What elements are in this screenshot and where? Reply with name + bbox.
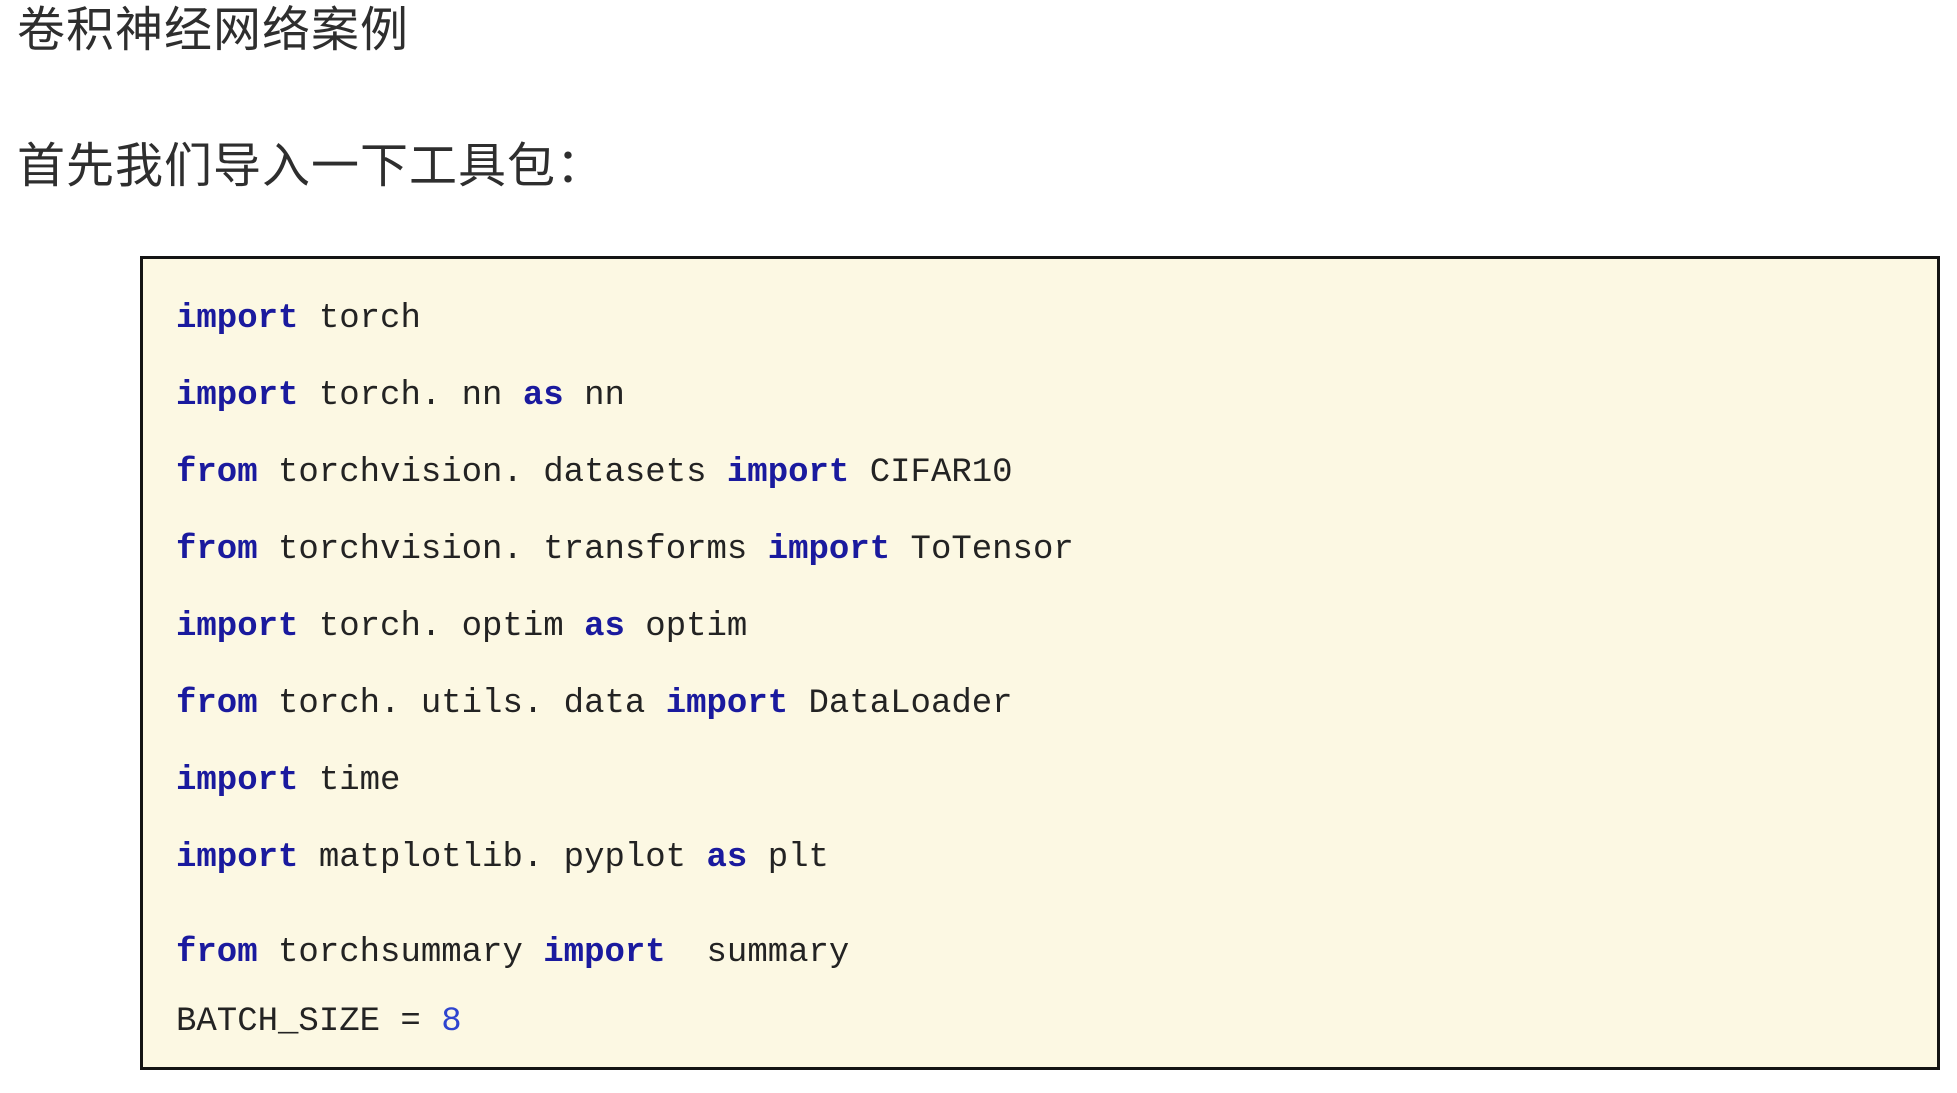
intro-text: 首先我们导入一下工具包： (17, 140, 606, 193)
code-line: import time (176, 743, 1917, 820)
code-keyword: from (176, 531, 258, 569)
code-keyword: import (176, 608, 299, 646)
page-title: 卷积神经网络案例 (17, 4, 410, 57)
code-line: import torch (176, 281, 1917, 358)
code-line: import torch. optim as optim (176, 589, 1917, 666)
code-line: from torchvision. datasets import CIFAR1… (176, 435, 1917, 512)
code-line: from torch. utils. data import DataLoade… (176, 666, 1917, 743)
code-line: import torch. nn as nn (176, 358, 1917, 435)
code-text: torchvision. transforms (257, 531, 768, 569)
code-line: from torchsummary import summary (176, 915, 1917, 992)
code-line: BATCH_SIZE = 8 (176, 984, 1917, 1061)
code-keyword: from (176, 685, 258, 723)
code-keyword: import (176, 762, 299, 800)
code-keyword: as (522, 377, 564, 415)
code-text: BATCH_SIZE = (176, 1003, 442, 1041)
code-keyword: import (176, 300, 299, 338)
code-line: import matplotlib. pyplot as plt (176, 820, 1917, 897)
code-text: summary (665, 934, 850, 972)
code-text: optim (624, 608, 748, 646)
code-text: matplotlib. pyplot (298, 839, 707, 877)
code-line: from torchvision. transforms import ToTe… (176, 512, 1917, 589)
code-text: nn (563, 377, 625, 415)
code-keyword: as (584, 608, 625, 646)
code-keyword: from (176, 454, 258, 492)
code-keyword: import (767, 531, 891, 569)
code-keyword: import (176, 839, 299, 877)
code-keyword: from (176, 934, 258, 972)
code-text: torch. utils. data (257, 685, 666, 723)
code-text: DataLoader (788, 685, 1013, 723)
code-text: torch. nn (298, 377, 523, 415)
code-keyword: as (706, 839, 748, 877)
code-text: torchvision. datasets (257, 454, 727, 492)
code-keyword: import (726, 454, 850, 492)
code-text: time (298, 762, 401, 800)
code-text: CIFAR10 (849, 454, 1013, 492)
code-keyword: import (665, 685, 789, 723)
code-text: torch (298, 300, 421, 338)
code-keyword: import (543, 934, 666, 972)
code-number: 8 (441, 1003, 462, 1041)
code-text: torchsummary (257, 934, 544, 972)
code-text: torch. optim (298, 608, 585, 646)
code-text: ToTensor (890, 531, 1074, 569)
code-keyword: import (176, 377, 299, 415)
code-text: plt (747, 839, 829, 877)
